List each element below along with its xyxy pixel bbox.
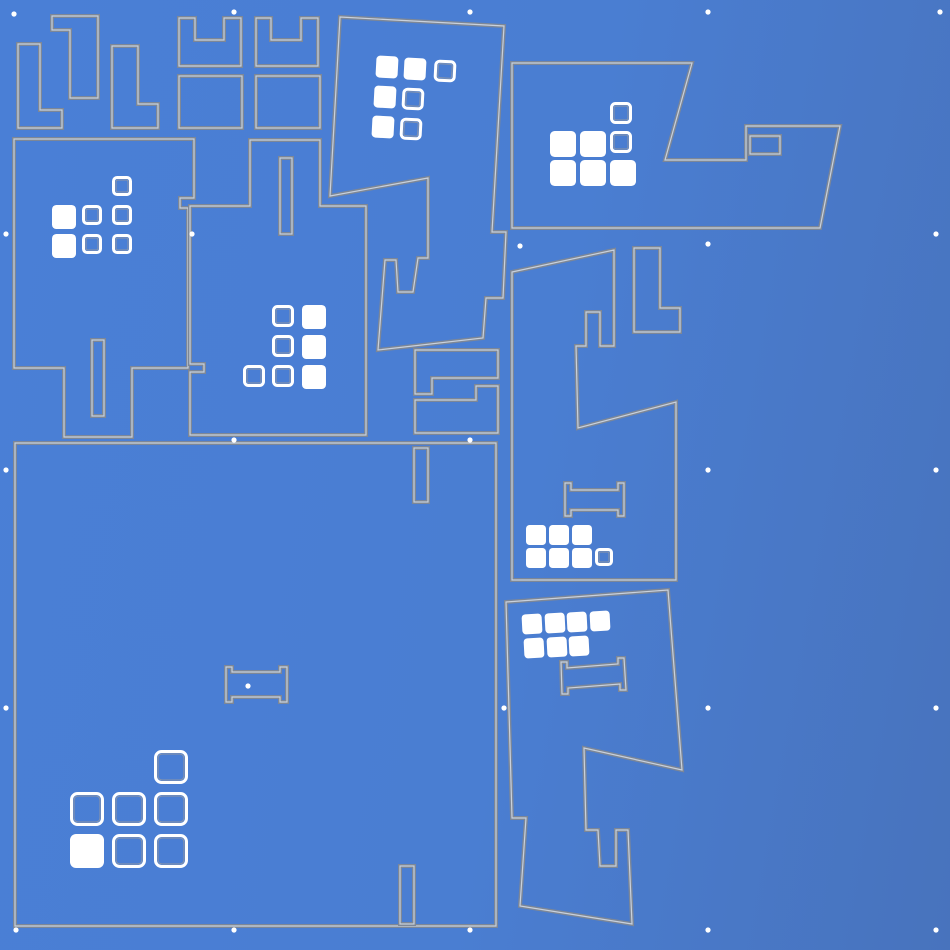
hole-open [433, 59, 457, 83]
hole-open [154, 792, 188, 826]
part-tower-panel [188, 138, 368, 437]
part-flag-panel [510, 61, 843, 230]
part-narrow-strip [632, 246, 682, 334]
mounting-dot [13, 927, 19, 933]
hole-filled [589, 610, 611, 632]
hole-filled [403, 57, 427, 81]
hole-open [154, 750, 188, 784]
mounting-dot [189, 231, 195, 237]
part-connector-2 [413, 384, 500, 435]
hole-filled [550, 131, 576, 157]
mounting-dots [3, 9, 943, 933]
hole-open [112, 234, 132, 254]
part-small-bracket-1 [16, 42, 64, 130]
part-tab-tile-2 [254, 16, 320, 68]
hole-open [399, 117, 423, 141]
hole-filled [544, 612, 566, 634]
mounting-dot [231, 437, 237, 443]
mounting-dot [501, 705, 507, 711]
hole-open [112, 205, 132, 225]
hole-open [70, 792, 104, 826]
mounting-dot [467, 437, 473, 443]
part-slanted-panel [327, 14, 509, 353]
hole-filled [549, 525, 569, 545]
part-right-tall-panel [510, 247, 678, 582]
mounting-dot [3, 467, 9, 473]
hole-filled [546, 636, 568, 658]
hole-open [401, 87, 425, 111]
hole-filled [375, 55, 399, 79]
hole-open [595, 548, 613, 566]
hole-open [272, 335, 294, 357]
hole-filled [580, 160, 606, 186]
hole-filled [568, 635, 590, 657]
mounting-dot [933, 927, 939, 933]
mounting-dot [231, 9, 237, 15]
hole-open [112, 834, 146, 868]
hole-open [82, 205, 102, 225]
hole-open [243, 365, 265, 387]
mounting-dot [705, 241, 711, 247]
part-left-panel [12, 137, 196, 439]
mounting-dot [517, 243, 523, 249]
part-plain-tile-1 [177, 74, 244, 130]
hole-filled [52, 234, 76, 258]
mounting-dot [933, 467, 939, 473]
mounting-dot [705, 9, 711, 15]
hole-filled [526, 525, 546, 545]
mounting-dot [245, 683, 251, 689]
mounting-dot [933, 231, 939, 237]
mounting-dot [467, 927, 473, 933]
hole-filled [52, 205, 76, 229]
hole-open [610, 131, 632, 153]
mounting-dot [3, 231, 9, 237]
hole-filled [550, 160, 576, 186]
mounting-dot [705, 927, 711, 933]
hole-filled [371, 115, 395, 139]
hole-open [82, 234, 102, 254]
hole-open [112, 176, 132, 196]
hole-open [272, 305, 294, 327]
hole-filled [572, 548, 592, 568]
mounting-dot [3, 705, 9, 711]
hole-filled [610, 160, 636, 186]
hole-filled [572, 525, 592, 545]
hole-filled [302, 305, 326, 329]
mounting-dot [705, 467, 711, 473]
hole-open [154, 834, 188, 868]
hole-filled [526, 548, 546, 568]
part-tab-tile-1 [177, 16, 243, 68]
mounting-dot [231, 927, 237, 933]
hole-filled [580, 131, 606, 157]
part-large-base-panel [13, 441, 498, 928]
part-bottom-right-panel [503, 587, 685, 927]
mounting-dot [705, 705, 711, 711]
hole-open [272, 365, 294, 387]
hole-filled [302, 365, 326, 389]
mounting-dot [11, 11, 17, 17]
hole-filled [523, 637, 545, 659]
hole-open [112, 792, 146, 826]
hole-filled [521, 613, 543, 635]
part-small-bracket-2 [50, 14, 100, 100]
part-plain-tile-2 [254, 74, 322, 130]
hole-filled [302, 335, 326, 359]
hole-filled [549, 548, 569, 568]
part-small-bracket-3 [110, 44, 160, 130]
mounting-dot [467, 9, 473, 15]
hole-patterns [52, 55, 636, 868]
part-outlines [12, 14, 843, 928]
hole-open [610, 102, 632, 124]
hole-filled [70, 834, 104, 868]
mounting-dot [937, 9, 943, 15]
part-connector-1 [413, 348, 500, 396]
hole-filled [566, 611, 588, 633]
mounting-dot [933, 705, 939, 711]
hole-filled [373, 85, 397, 109]
